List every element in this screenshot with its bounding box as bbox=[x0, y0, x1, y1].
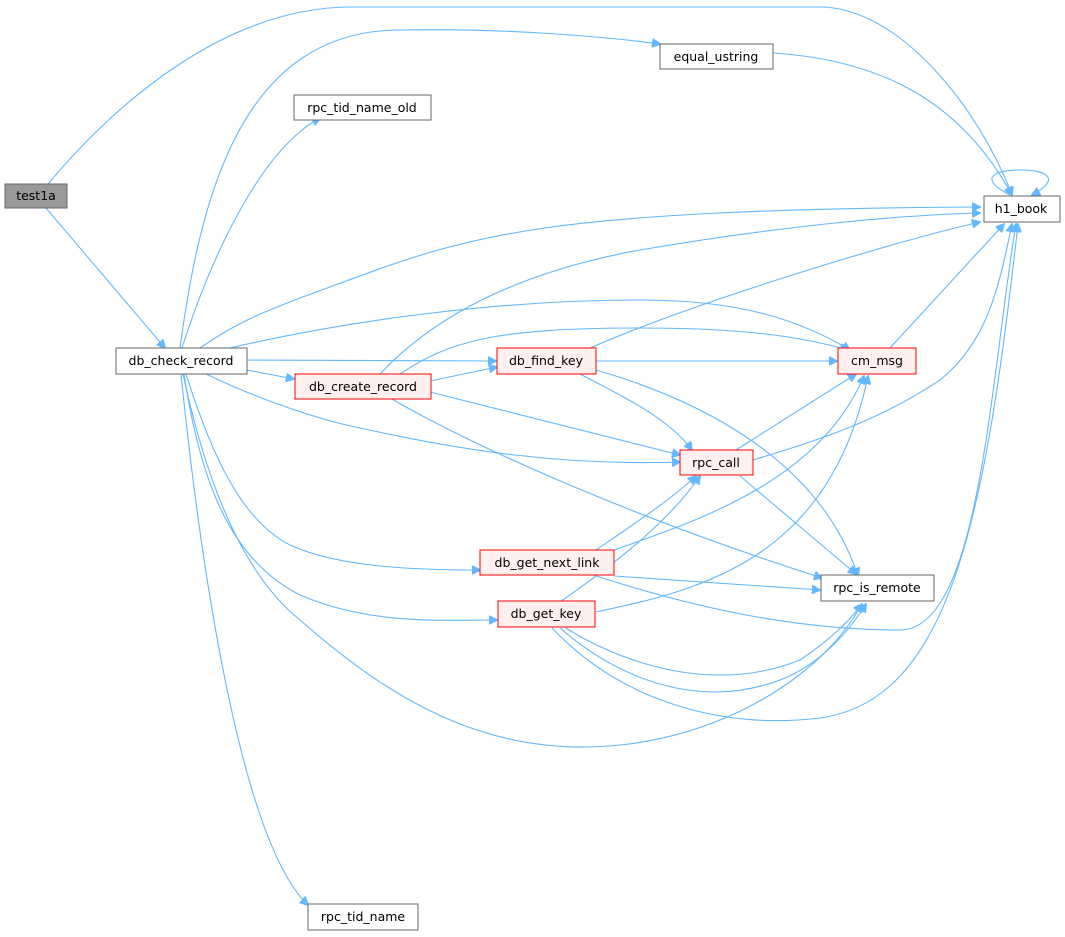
edge-rpc-call-h1-book bbox=[752, 224, 1012, 461]
edge-db-find-key-rpc-call bbox=[579, 373, 692, 450]
node-label: db_find_key bbox=[509, 353, 584, 368]
edge-db-get-key-h1-book bbox=[551, 224, 1018, 722]
node-rpc-tid-name[interactable]: rpc_tid_name bbox=[307, 903, 419, 931]
node-label: db_create_record bbox=[309, 379, 417, 394]
edge-db-check-record-db-get-key bbox=[183, 373, 497, 620]
node-db-find-key[interactable]: db_find_key bbox=[496, 347, 597, 375]
edge-db-get-next-link-cm-msg bbox=[613, 376, 864, 551]
edge-db-get-next-link-h1-book bbox=[589, 224, 1016, 631]
node-test1a[interactable]: test1a bbox=[4, 183, 68, 209]
node-rpc-tid-name-old[interactable]: rpc_tid_name_old bbox=[293, 94, 432, 121]
nodes-layer: test1a db_check_record equal_ustring rpc… bbox=[4, 43, 1061, 931]
edge-db-check-record-cm-msg bbox=[229, 299, 850, 350]
node-label: db_check_record bbox=[129, 353, 234, 368]
edge-db-get-next-link-rpc-call bbox=[595, 476, 696, 551]
edges-layer bbox=[45, 6, 1049, 905]
node-rpc-call[interactable]: rpc_call bbox=[679, 449, 754, 476]
edge-rpc-call-cm-msg bbox=[735, 374, 856, 451]
node-label: db_get_key bbox=[511, 606, 582, 621]
edge-equal-ustring-h1-book bbox=[772, 52, 1012, 195]
edge-test1a-h1-book bbox=[47, 6, 1012, 195]
edge-db-check-record-rpc-tid-name bbox=[180, 373, 308, 905]
node-label: cm_msg bbox=[851, 353, 903, 368]
edge-cm-msg-h1-book bbox=[889, 224, 1004, 349]
edge-db-create-record-db-find-key bbox=[429, 367, 497, 382]
node-label: rpc_call bbox=[692, 455, 740, 470]
node-cm-msg[interactable]: cm_msg bbox=[837, 347, 917, 375]
edge-db-find-key-rpc-is-remote bbox=[595, 369, 858, 576]
edge-db-get-key-rpc-is-remote-2 bbox=[565, 604, 862, 676]
edge-db-check-record-rpc-is-remote bbox=[182, 373, 862, 748]
node-db-get-key[interactable]: db_get_key bbox=[497, 600, 596, 628]
edge-db-create-record-rpc-is-remote bbox=[389, 397, 822, 578]
node-equal-ustring[interactable]: equal_ustring bbox=[659, 43, 774, 70]
edge-db-create-record-h1-book bbox=[379, 213, 980, 375]
edge-db-check-record-rpc-tid-name-old bbox=[181, 118, 320, 349]
edge-db-create-record-rpc-call bbox=[429, 391, 680, 455]
edge-db-check-record-db-create-record bbox=[246, 369, 294, 379]
node-label: equal_ustring bbox=[674, 49, 759, 64]
node-label: test1a bbox=[16, 188, 56, 203]
edge-db-get-next-link-rpc-is-remote bbox=[613, 575, 820, 590]
edge-rpc-call-rpc-is-remote bbox=[739, 475, 856, 574]
edge-db-check-record-equal-ustring bbox=[179, 29, 660, 349]
node-label: h1_book bbox=[995, 201, 1048, 216]
edge-db-create-record-cm-msg bbox=[399, 327, 848, 375]
edge-db-find-key-h1-book bbox=[589, 222, 980, 349]
node-rpc-is-remote[interactable]: rpc_is_remote bbox=[820, 574, 935, 602]
edge-db-check-record-db-get-next-link bbox=[185, 373, 480, 570]
node-db-create-record[interactable]: db_create_record bbox=[294, 373, 432, 400]
edge-db-check-record-h1-book-1 bbox=[199, 207, 980, 349]
edge-h1-book-self bbox=[991, 169, 1049, 195]
node-h1-book[interactable]: h1_book bbox=[983, 195, 1061, 223]
node-label: rpc_tid_name_old bbox=[307, 100, 417, 115]
edge-db-get-key-cm-msg bbox=[595, 376, 868, 613]
node-label: rpc_is_remote bbox=[833, 580, 921, 595]
edge-db-get-key-rpc-is-remote-1 bbox=[559, 604, 866, 693]
edge-test1a-db-check-record bbox=[45, 207, 165, 348]
node-label: rpc_tid_name bbox=[321, 909, 406, 924]
edge-db-get-key-rpc-call bbox=[559, 476, 700, 603]
node-db-check-record[interactable]: db_check_record bbox=[115, 347, 248, 375]
node-label: db_get_next_link bbox=[495, 555, 601, 570]
edge-db-check-record-rpc-call bbox=[205, 373, 680, 463]
node-db-get-next-link[interactable]: db_get_next_link bbox=[479, 549, 615, 576]
edge-db-check-record-db-find-key bbox=[246, 360, 496, 361]
